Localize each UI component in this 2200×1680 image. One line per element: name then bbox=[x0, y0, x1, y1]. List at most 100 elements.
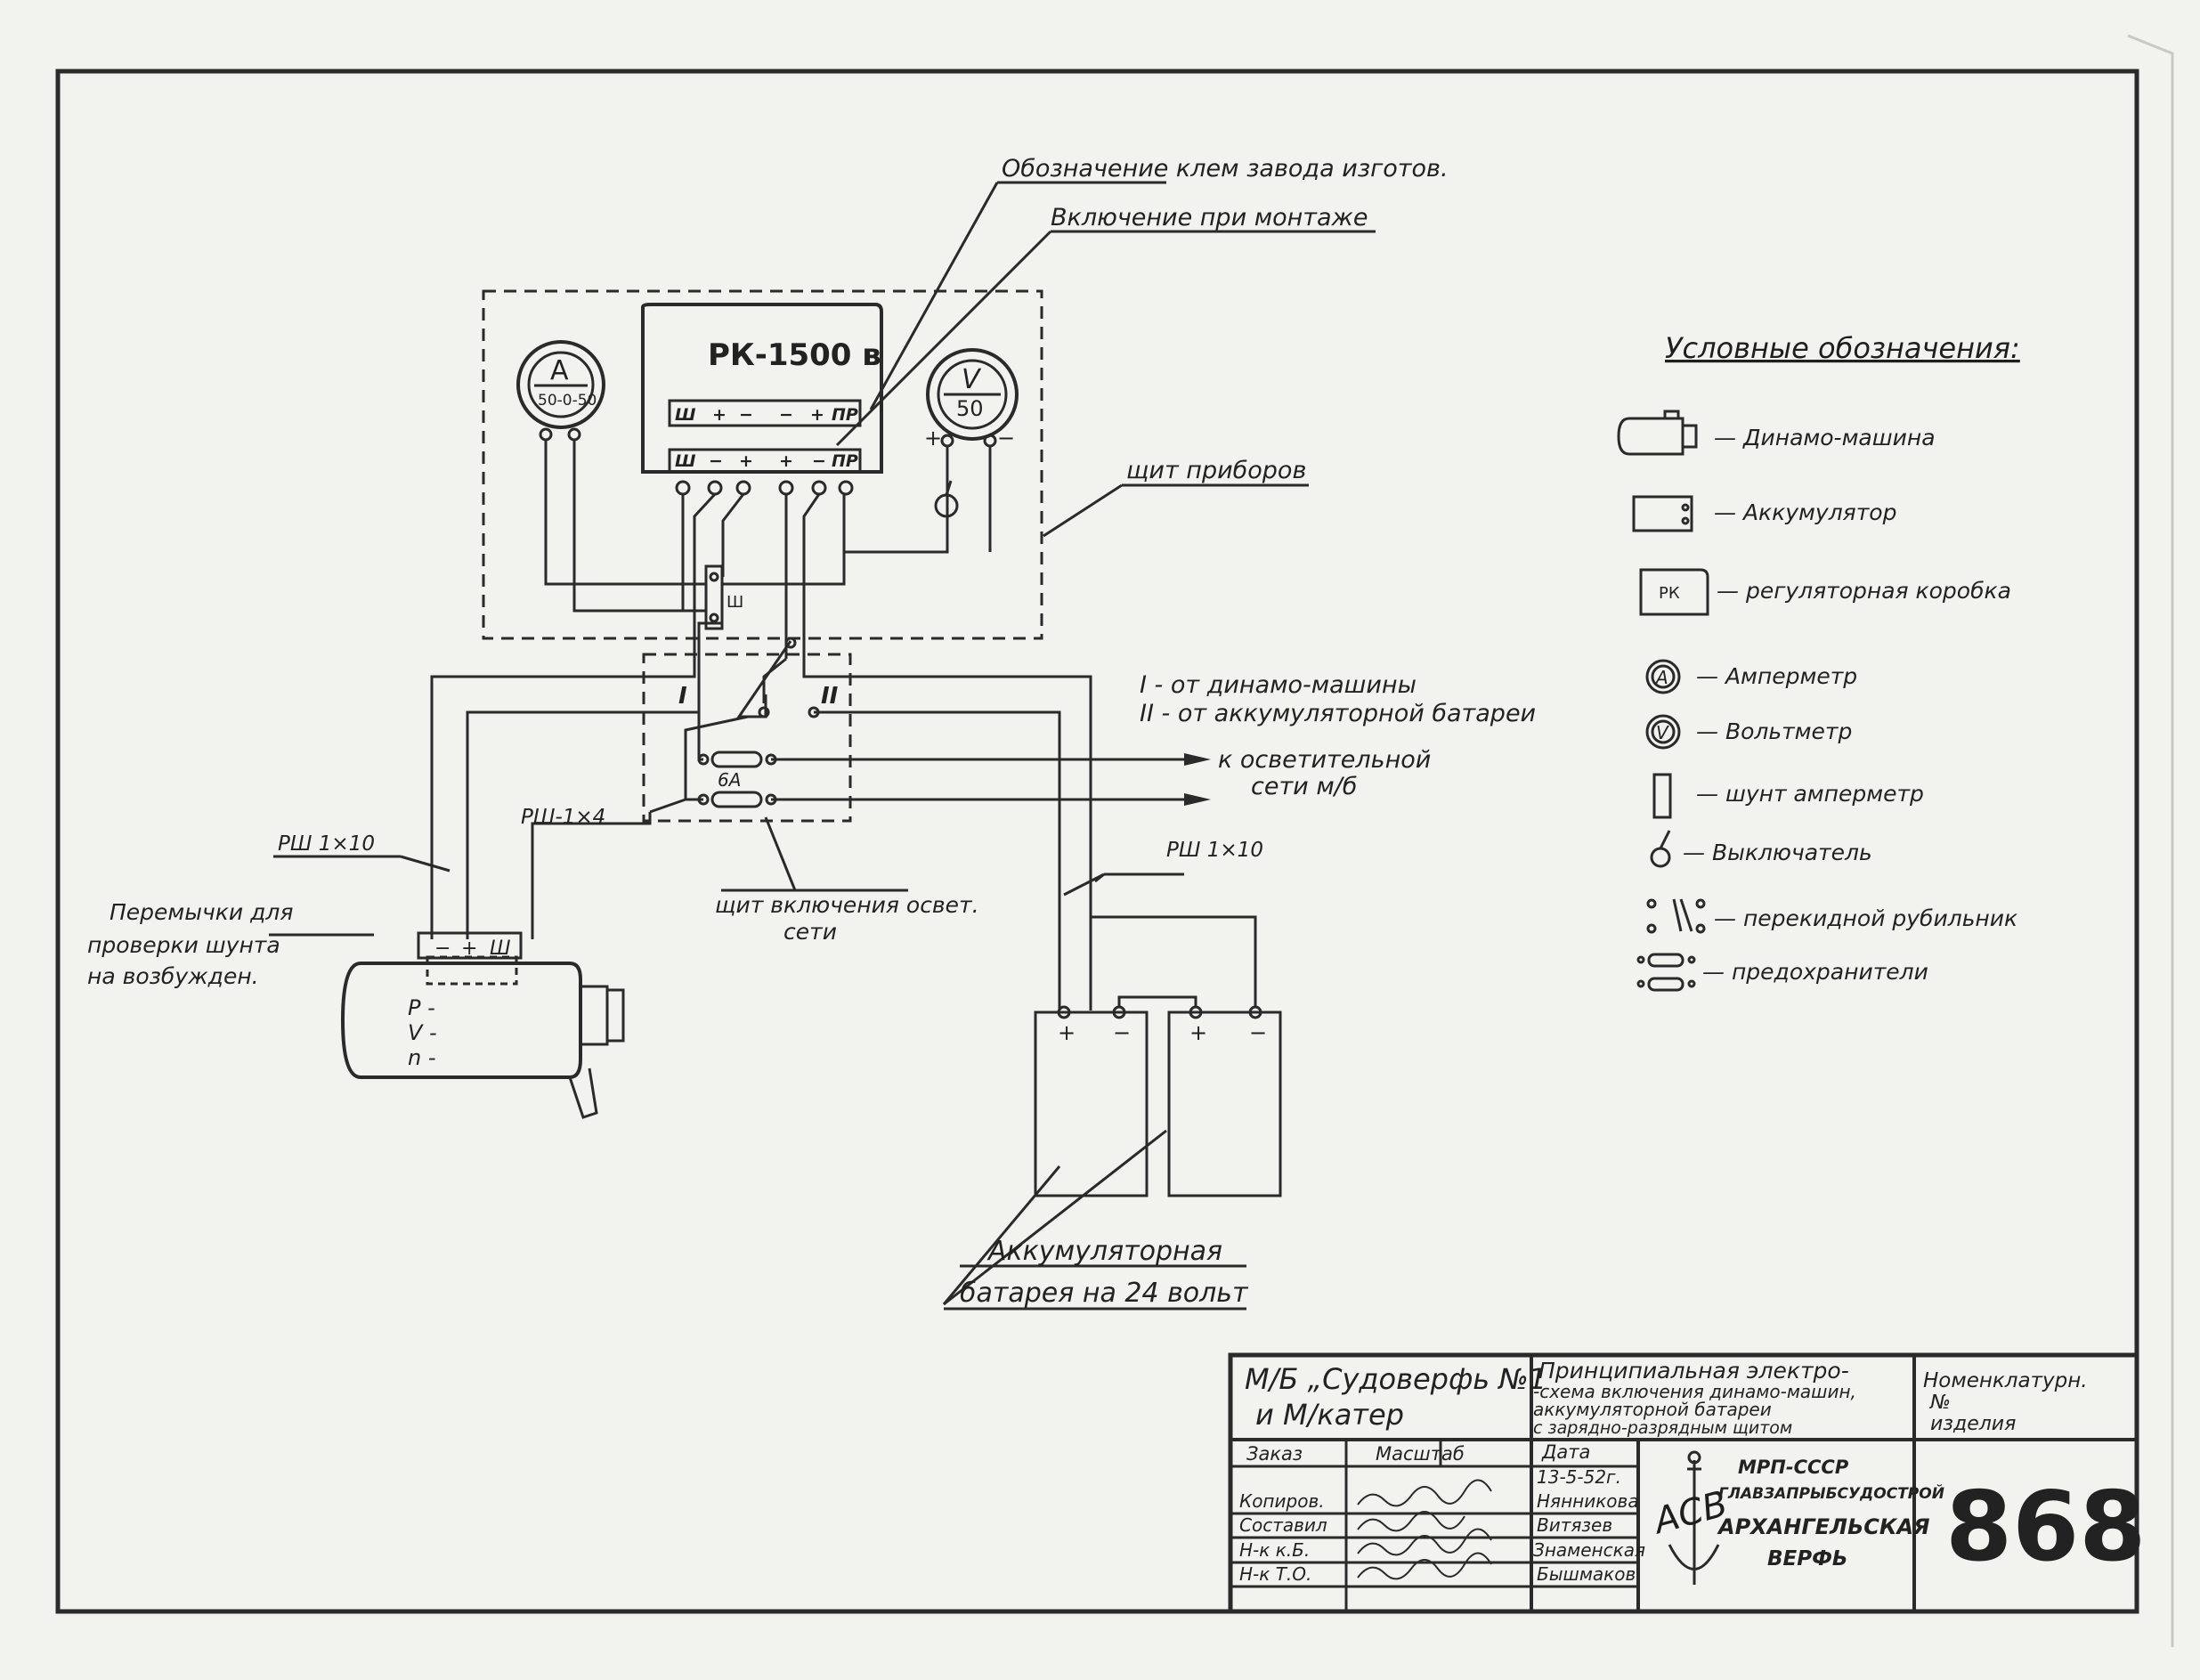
tb-description-line4: с зарядно-разрядным щитом bbox=[1533, 1418, 1792, 1438]
annotation-from-dynamo: I - от динамо-машины bbox=[1140, 671, 1417, 699]
reg-bot-term-5: − bbox=[812, 451, 826, 471]
battery-bank bbox=[1034, 995, 1282, 1197]
reg-top-term-6: ПР bbox=[832, 405, 858, 425]
dynamo-marking-v: V - bbox=[408, 1020, 437, 1045]
legend-changeover-icon bbox=[1646, 898, 1706, 934]
legend-regulator-symbol-text: РК bbox=[1659, 584, 1680, 603]
dynamo-marking-n: n - bbox=[408, 1045, 436, 1070]
legend-voltmeter-icon bbox=[1645, 714, 1681, 750]
tb-nomenclature-line3: изделия bbox=[1930, 1413, 2016, 1435]
cable-label-rsh-1x10-left: РШ 1×10 bbox=[278, 832, 375, 856]
annotation-jumpers-1: Перемычки для bbox=[110, 899, 293, 925]
tb-col-order: Заказ bbox=[1246, 1443, 1303, 1465]
signatures bbox=[1357, 1479, 1492, 1580]
drawing-number: 868 bbox=[1945, 1472, 2146, 1583]
annotation-jumpers-3: на возбужден. bbox=[87, 963, 259, 989]
legend-shunt-icon bbox=[1652, 773, 1672, 819]
dynamo-terminal-plus: + bbox=[461, 937, 477, 960]
reg-bot-term-1: Ш bbox=[675, 451, 696, 471]
dynamo-terminal-minus: − bbox=[434, 937, 451, 960]
legend-ammeter-symbol-text: A bbox=[1654, 667, 1668, 688]
tb-description-line2: -схема включения динамо-машин, bbox=[1533, 1381, 1856, 1402]
reg-top-term-2: + bbox=[712, 405, 727, 425]
dynamo-terminal-shunt: Ш bbox=[490, 937, 511, 960]
legend-item-battery: — Аккумулятор bbox=[1714, 499, 1896, 525]
annotation-jumpers-2: проверки шунта bbox=[87, 932, 280, 958]
annotation-instrument-panel: щит приборов bbox=[1126, 457, 1306, 484]
reg-top-term-3: − bbox=[739, 405, 753, 425]
legend-item-shunt: — шунт амперметр bbox=[1696, 781, 1924, 807]
lighting-switch-panel-box bbox=[642, 653, 852, 823]
reg-bot-term-6: ПР bbox=[832, 451, 858, 471]
legend-fuse-icon bbox=[1636, 953, 1696, 992]
reg-top-term-4: − bbox=[779, 405, 793, 425]
annotation-lighting-net-2: сети м/б bbox=[1251, 773, 1357, 800]
shipyard-logo bbox=[1668, 1450, 1720, 1585]
reg-top-term-1: Ш bbox=[675, 405, 696, 425]
annotation-battery-1: Аккумуляторная bbox=[986, 1236, 1222, 1267]
tb-name-4: Бышмаков bbox=[1537, 1563, 1636, 1585]
legend-dynamo-icon bbox=[1617, 410, 1698, 456]
tb-date-value: 13-5-52г. bbox=[1537, 1466, 1621, 1488]
tb-name-1: Нянникова bbox=[1537, 1490, 1639, 1512]
annotation-mounting-connection: Включение при монтаже bbox=[1051, 204, 1368, 231]
tb-org-line4: ВЕРФЬ bbox=[1767, 1547, 1847, 1570]
regulator-title: РК-1500 в bbox=[708, 337, 881, 373]
legend-voltmeter-symbol-text: V bbox=[1656, 722, 1669, 743]
cable-label-rsh-1x10-right: РШ 1×10 bbox=[1166, 839, 1263, 862]
drawing-frame bbox=[55, 69, 2139, 1614]
legend-regulator-icon bbox=[1639, 568, 1709, 616]
annotation-from-battery: II - от аккумуляторной батареи bbox=[1140, 700, 1536, 727]
ammeter-scale: 50-0-50 bbox=[538, 392, 597, 410]
legend-item-regulator: — регуляторная коробка bbox=[1717, 578, 2011, 604]
tb-role-head-to: Н-к Т.О. bbox=[1239, 1563, 1311, 1585]
tb-nomenclature-line2: № bbox=[1929, 1392, 1951, 1414]
legend-item-ammeter: — Амперметр bbox=[1696, 663, 1857, 689]
voltmeter-minus: − bbox=[997, 426, 1015, 450]
battery-terminal-1: + bbox=[1058, 1020, 1076, 1045]
tb-org-line1: МРП-СССР bbox=[1738, 1457, 1849, 1478]
legend-ammeter-icon bbox=[1645, 659, 1681, 694]
dynamo-machine bbox=[340, 931, 625, 1119]
regulator-box bbox=[641, 303, 883, 474]
tb-role-copied: Копиров. bbox=[1239, 1490, 1325, 1512]
tb-col-date: Дата bbox=[1541, 1441, 1590, 1463]
tb-role-composed: Составил bbox=[1239, 1514, 1327, 1536]
legend-item-changeover: — перекидной рубильник bbox=[1714, 905, 2017, 931]
tb-org-line2: ГЛАВЗАПРЫБСУДОСТРОЙ bbox=[1718, 1483, 1944, 1503]
tb-object-line2: и М/катер bbox=[1255, 1398, 1404, 1432]
legend: Условные обозначения: bbox=[1617, 331, 2020, 992]
voltmeter-letter: V bbox=[962, 364, 982, 395]
tb-description-line3: аккумуляторной батареи bbox=[1533, 1399, 1772, 1420]
title-block bbox=[1228, 1352, 2139, 1614]
switch-label-one: I bbox=[678, 683, 687, 710]
tb-name-2: Витязев bbox=[1537, 1514, 1612, 1536]
legend-item-fuse: — предохранители bbox=[1702, 959, 1928, 985]
cable-label-rsh-1x4: РШ-1×4 bbox=[521, 806, 605, 829]
voltmeter-plus: + bbox=[924, 426, 942, 450]
legend-item-dynamo: — Динамо-машина bbox=[1714, 425, 1936, 450]
legend-item-switch: — Выключатель bbox=[1683, 840, 1872, 865]
fuse-rating: 6А bbox=[718, 769, 741, 791]
tb-role-head-kb: Н-к к.Б. bbox=[1239, 1539, 1310, 1561]
voltmeter-gauge bbox=[926, 348, 1019, 448]
tb-nomenclature-line1: Номенклатурн. bbox=[1923, 1369, 2088, 1392]
shunt-label: Ш bbox=[727, 593, 743, 612]
reg-bot-term-2: − bbox=[709, 451, 723, 471]
annotation-lighting-net-1: к осветительной bbox=[1218, 746, 1431, 774]
tb-object-line1: М/Б „Судоверфь №1 bbox=[1245, 1362, 1546, 1396]
annotation-lighting-panel-2: сети bbox=[783, 919, 837, 945]
tb-description-line1: Принципиальная электро- bbox=[1538, 1358, 1849, 1384]
reg-top-term-5: + bbox=[810, 405, 824, 425]
legend-item-voltmeter: — Вольтметр bbox=[1696, 718, 1852, 744]
battery-terminal-3: + bbox=[1189, 1020, 1207, 1045]
annotation-terminal-designation: Обозначение клем завода изготов. bbox=[1002, 155, 1449, 183]
tb-org-line3: АРХАНГЕЛЬСКАЯ bbox=[1717, 1514, 1930, 1539]
dynamo-marking-p: Р - bbox=[408, 995, 435, 1020]
tb-name-3: Знаменская bbox=[1533, 1539, 1645, 1561]
shunt bbox=[704, 564, 724, 630]
annotation-battery-2: батарея на 24 вольт bbox=[960, 1278, 1249, 1309]
voltmeter-scale: 50 bbox=[956, 396, 984, 421]
ammeter-letter: A bbox=[550, 355, 569, 386]
